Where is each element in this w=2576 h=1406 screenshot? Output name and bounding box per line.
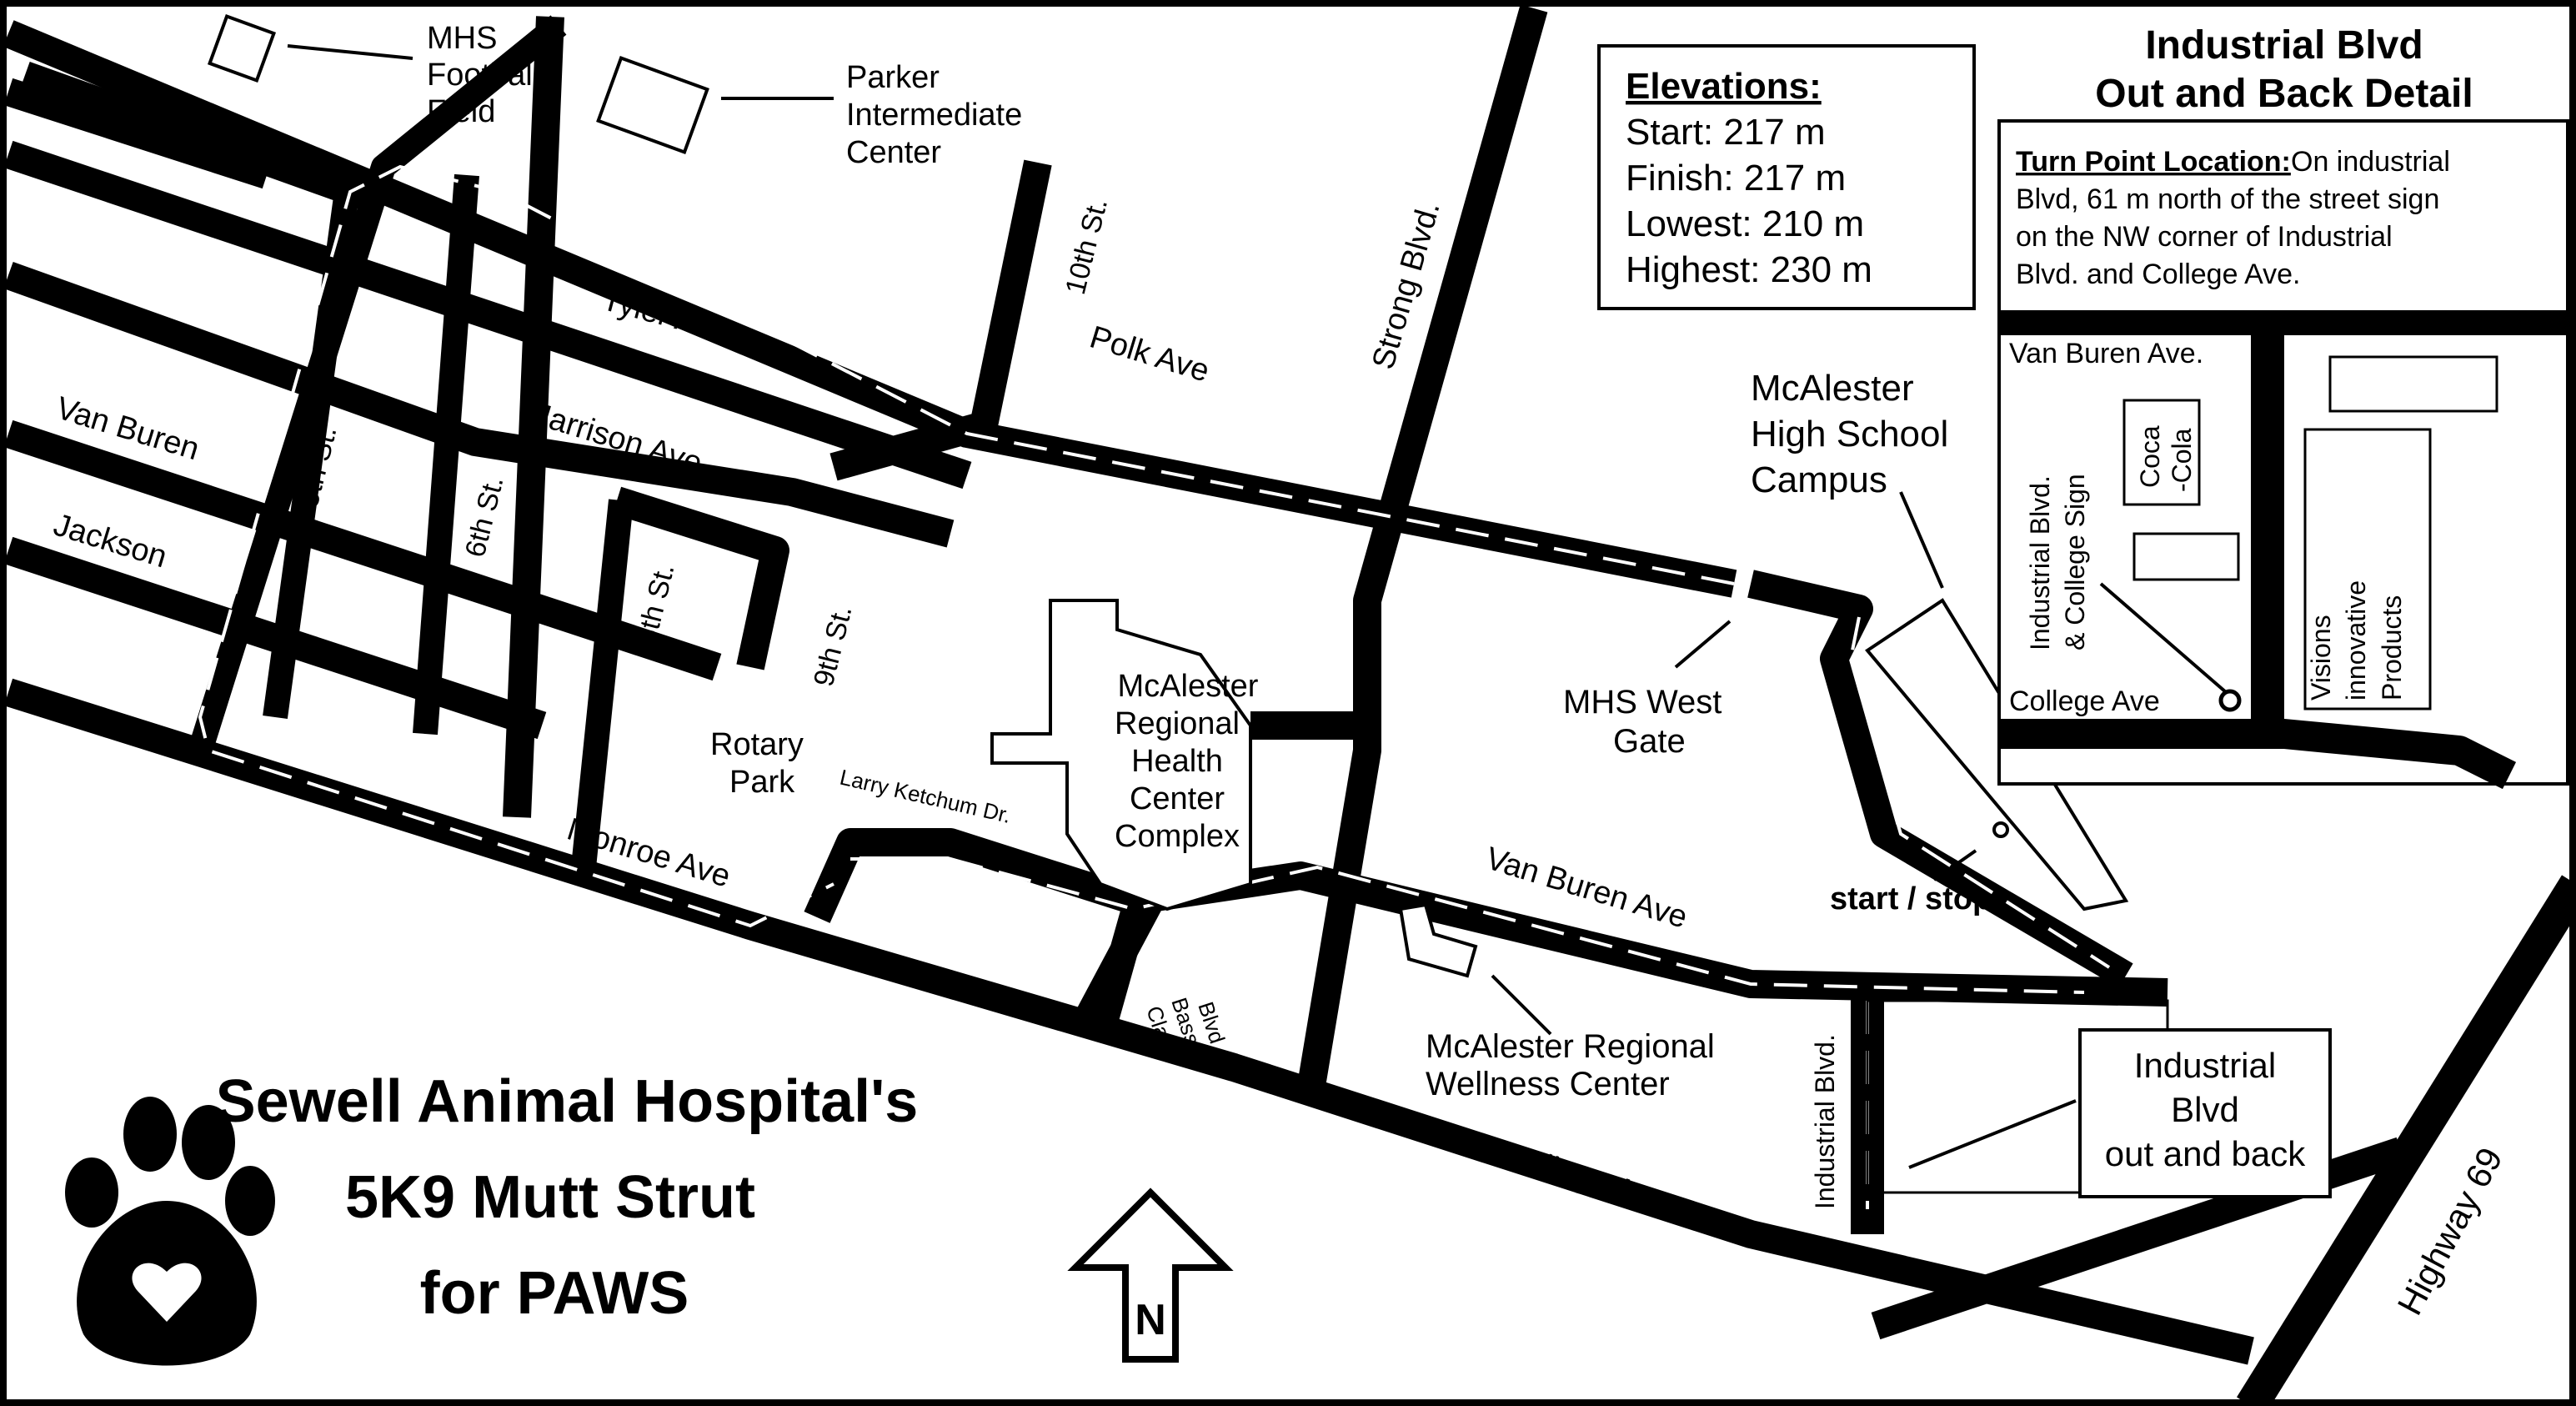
event-title-line-2: 5K9 Mutt Strut bbox=[345, 1164, 755, 1231]
football-label-2: Football bbox=[427, 58, 539, 93]
elevations-title: Elevations: bbox=[1626, 66, 1822, 107]
turn-point-heading: Turn Point Location: bbox=[2016, 146, 2291, 178]
detail-industrial-road bbox=[2251, 310, 2284, 744]
wellness-label-1: McAlester Regional bbox=[1426, 1028, 1715, 1065]
place-labels: MHS Football Field Parker Intermediate C… bbox=[287, 21, 2009, 1102]
visions-label-1: Visions bbox=[2306, 615, 2336, 700]
detail-college-road bbox=[1999, 719, 2517, 790]
start-marker bbox=[1992, 821, 2009, 838]
tyler-upper-road bbox=[3, 140, 972, 490]
elevation-lowest: Lowest: 210 m bbox=[1626, 203, 1864, 244]
parker-label-3: Center bbox=[846, 135, 941, 170]
tenth-street-road bbox=[829, 159, 1052, 481]
elevations-box: Elevations: Start: 217 m Finish: 217 m L… bbox=[1597, 44, 1976, 310]
paw-heart-icon bbox=[65, 1097, 275, 1366]
detail-college-label: College Ave bbox=[2009, 685, 2160, 717]
parker-label-1: Parker bbox=[846, 60, 940, 95]
out-and-back-callout: Industrial Blvd out and back bbox=[1908, 1028, 2332, 1198]
turn-point-line-1: On industrial bbox=[2291, 146, 2450, 178]
out-back-line-1: Industrial bbox=[2134, 1046, 2276, 1085]
turn-point-marker bbox=[2218, 689, 2242, 712]
high-school-label-3: Campus bbox=[1751, 459, 1887, 500]
elevation-finish: Finish: 217 m bbox=[1626, 158, 1846, 198]
parker-building-outline bbox=[596, 56, 709, 154]
turn-point-line-4: Blvd. and College Ave. bbox=[2016, 259, 2301, 290]
ninth-street-road bbox=[612, 486, 789, 670]
turn-point-line-3: on the NW corner of Industrial bbox=[2016, 221, 2393, 253]
coca-label-1: Coca bbox=[2135, 425, 2165, 488]
gate-pointer bbox=[1674, 620, 1732, 669]
parker-label-2: Intermediate bbox=[846, 98, 1022, 133]
gate-label-2: Gate bbox=[1613, 723, 1686, 760]
turn-point-line-2: Blvd, 61 m north of the street sign bbox=[2016, 183, 2439, 215]
harrison-road bbox=[3, 261, 955, 548]
strong-blvd-road bbox=[1295, 4, 1548, 1103]
high-school-outline bbox=[1865, 598, 2129, 911]
high-school-label-1: McAlester bbox=[1751, 368, 1914, 409]
hospital-label-3: Health bbox=[1131, 744, 1223, 779]
visions-building-2 bbox=[2303, 428, 2432, 711]
north-stub-2-road bbox=[3, 78, 272, 189]
hospital-outline bbox=[990, 599, 1252, 911]
highway-69-road bbox=[2237, 875, 2576, 1406]
detail-sign-label-1: Industrial Blvd. bbox=[2025, 475, 2055, 650]
out-back-line-3: out and back bbox=[2105, 1134, 2307, 1173]
sixth-a-road bbox=[263, 164, 363, 720]
event-title-line-3: for PAWS bbox=[420, 1260, 689, 1327]
football-pointer bbox=[287, 44, 413, 60]
rotary-label-1: Rotary bbox=[710, 727, 804, 762]
football-label-3: Field bbox=[427, 94, 495, 129]
detail-sign-pointer bbox=[2099, 582, 2228, 694]
visions-building-1 bbox=[2328, 355, 2498, 413]
rotary-label-2: Park bbox=[729, 765, 795, 800]
hospital-label-4: Center bbox=[1130, 781, 1225, 816]
elevation-start: Start: 217 m bbox=[1626, 112, 1826, 153]
college-monroe-road bbox=[3, 678, 2254, 1365]
high-school-drive-road bbox=[1747, 570, 2133, 988]
detail-sign-label-2: & College Sign bbox=[2060, 474, 2090, 650]
out-back-line-2: Blvd bbox=[2171, 1090, 2239, 1129]
gate-label-1: MHS West bbox=[1563, 684, 1722, 721]
high-school-label-2: High School bbox=[1751, 414, 1948, 454]
high-school-pointer bbox=[1899, 491, 1944, 589]
football-field-outline bbox=[207, 13, 277, 83]
hospital-label-5: Complex bbox=[1115, 819, 1240, 854]
detail-lot-rect bbox=[2132, 532, 2240, 581]
wellness-outline bbox=[1398, 902, 1478, 978]
industrial-label: Industrial Blvd. bbox=[1810, 1034, 1840, 1209]
event-title: Sewell Animal Hospital's 5K9 Mutt Strut … bbox=[216, 1068, 919, 1327]
detail-title-1: Industrial Blvd bbox=[2145, 23, 2423, 68]
start-pointer bbox=[1932, 849, 1977, 881]
clark-bass-2-road bbox=[1071, 894, 1163, 1032]
start-stop-label: start / stop bbox=[1830, 881, 1992, 916]
north-arrow-icon: N bbox=[1067, 1188, 1234, 1363]
north-stub-road bbox=[20, 61, 380, 214]
football-label-1: MHS bbox=[427, 21, 497, 56]
wellness-label-2: Wellness Center bbox=[1426, 1066, 1670, 1102]
seventh-street-road bbox=[503, 16, 564, 818]
elevation-highest: Highest: 230 m bbox=[1626, 249, 1872, 290]
wellness-pointer bbox=[1491, 974, 1552, 1036]
hospital-label-1: McAlester bbox=[1118, 669, 1259, 704]
eighth-street-road bbox=[571, 499, 634, 869]
detail-van-buren-label: Van Buren Ave. bbox=[2009, 338, 2203, 369]
event-title-line-1: Sewell Animal Hospital's bbox=[216, 1068, 919, 1135]
visions-label-3: Products bbox=[2377, 595, 2407, 700]
hospital-label-2: Regional bbox=[1115, 706, 1240, 741]
coca-cola-building bbox=[2122, 399, 2201, 506]
visions-label-2: innovative bbox=[2341, 580, 2371, 700]
coca-label-2: -Cola bbox=[2167, 428, 2197, 492]
fifth-street-road bbox=[188, 15, 567, 755]
out-back-pointer bbox=[1908, 1099, 2077, 1169]
detail-title-2: Out and Back Detail bbox=[2095, 72, 2473, 116]
north-label: N bbox=[1135, 1296, 1166, 1344]
detail-inset: Industrial Blvd Out and Back Detail Turn… bbox=[1997, 23, 2569, 790]
sixth-street-road bbox=[413, 173, 479, 736]
